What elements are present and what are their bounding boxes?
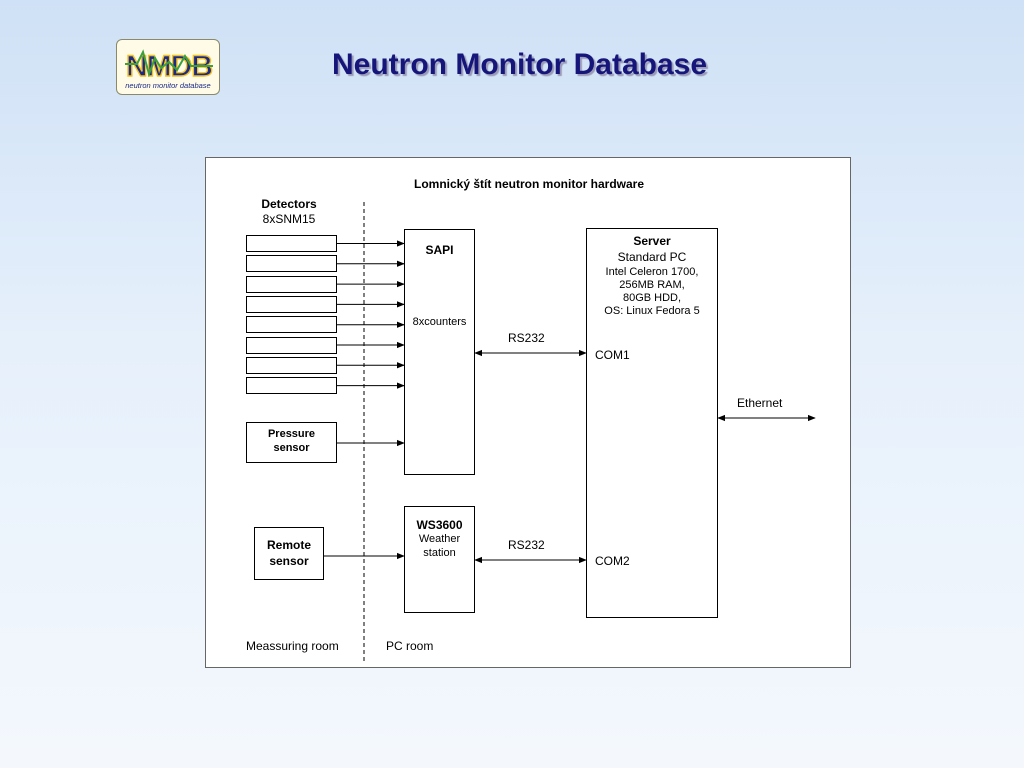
diagram-frame: Lomnický štít neutron monitor hardware D… [205, 157, 851, 668]
pressure-sensor-line1: Pressure [267, 428, 316, 440]
server-com2: COM2 [595, 554, 630, 568]
detector-box [246, 316, 337, 334]
server-spec-ram: 256MB RAM, [619, 279, 685, 291]
detector-box [246, 255, 337, 273]
server-spec-os: OS: Linux Fedora 5 [604, 305, 700, 317]
remote-sensor-line2: sensor [269, 554, 309, 568]
nmdb-logo: NMDB neutron monitor database [116, 39, 220, 95]
server-subtitle: Standard PC [617, 250, 687, 264]
logo-graphic-icon: NMDB [125, 49, 214, 84]
sapi-subtitle: 8xcounters [412, 316, 467, 328]
ws3600-title: WS3600 [416, 518, 463, 532]
detector-box [246, 377, 337, 395]
pc-room-label: PC room [386, 639, 434, 653]
detector-arrows [337, 240, 405, 389]
server-box: Server Standard PC Intel Celeron 1700, 2… [586, 228, 718, 618]
server-spec-hdd: 80GB HDD, [622, 292, 682, 304]
rs232-top-label: RS232 [508, 331, 545, 345]
ws3600-box: WS3600 Weather station [404, 506, 475, 613]
measuring-room-label: Meassuring room [246, 639, 339, 653]
remote-sensor-line1: Remote [266, 538, 311, 552]
pressure-sensor-line2: sensor [273, 442, 310, 454]
diagram-title: Lomnický štít neutron monitor hardware [413, 177, 645, 191]
server-title: Server [633, 234, 671, 248]
server-com1: COM1 [595, 348, 630, 362]
detectors-title: Detectors [261, 197, 317, 211]
detector-box [246, 356, 337, 374]
detectors-subtitle: 8xSNM15 [262, 212, 316, 226]
remote-sensor-box: Remote sensor [254, 527, 324, 580]
ws3600-line2: station [423, 547, 456, 559]
detector-box [246, 235, 337, 252]
sapi-title: SAPI [425, 243, 454, 257]
detector-box [246, 295, 337, 313]
ethernet-label: Ethernet [737, 396, 783, 410]
pressure-sensor-box: Pressure sensor [246, 422, 337, 463]
diagram-connections [324, 202, 816, 661]
logo-tagline: neutron monitor database [125, 81, 211, 90]
page-title: Neutron Monitor Database [332, 48, 708, 81]
detector-box [246, 275, 337, 293]
ws3600-line1: Weather [418, 533, 461, 545]
rs232-bottom-label: RS232 [508, 538, 545, 552]
detector-box [246, 336, 337, 354]
server-spec-cpu: Intel Celeron 1700, [605, 266, 699, 278]
sapi-box: SAPI 8xcounters [404, 229, 475, 475]
